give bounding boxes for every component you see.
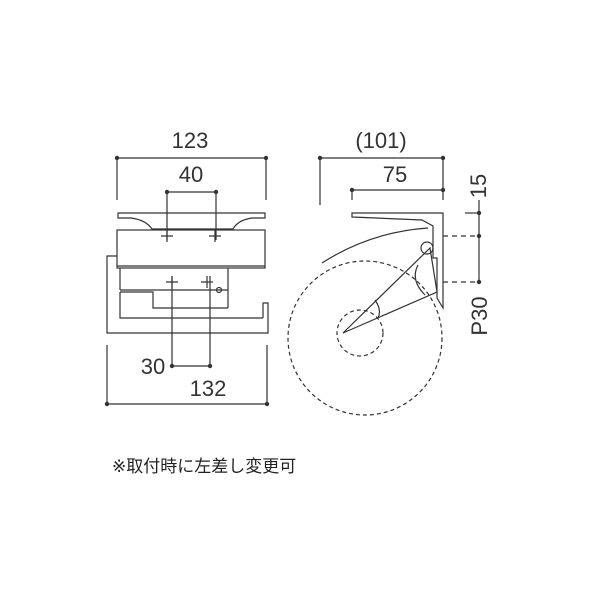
shelf-plate [117,212,266,230]
body [116,229,266,269]
front-view [106,157,269,405]
paper-arm [106,255,269,334]
wall-bracket [351,212,444,311]
dim-label-15: 15 [466,174,491,198]
dim-label-75: 75 [383,162,407,187]
cover [321,227,429,264]
paper-core-outline [336,309,384,357]
dim-label-40: 40 [179,162,203,187]
dim-label-p30: P30 [467,296,492,335]
dim-label-30: 30 [141,354,165,379]
dim-label-101: (101) [355,128,406,153]
installation-note: ※取付時に左差し変更可 [112,457,297,477]
dim-label-132: 132 [190,376,227,401]
dim-label-123: 123 [172,128,209,153]
paper-roll-outline [287,260,443,416]
side-view [287,157,480,416]
holder-arm [342,246,438,334]
